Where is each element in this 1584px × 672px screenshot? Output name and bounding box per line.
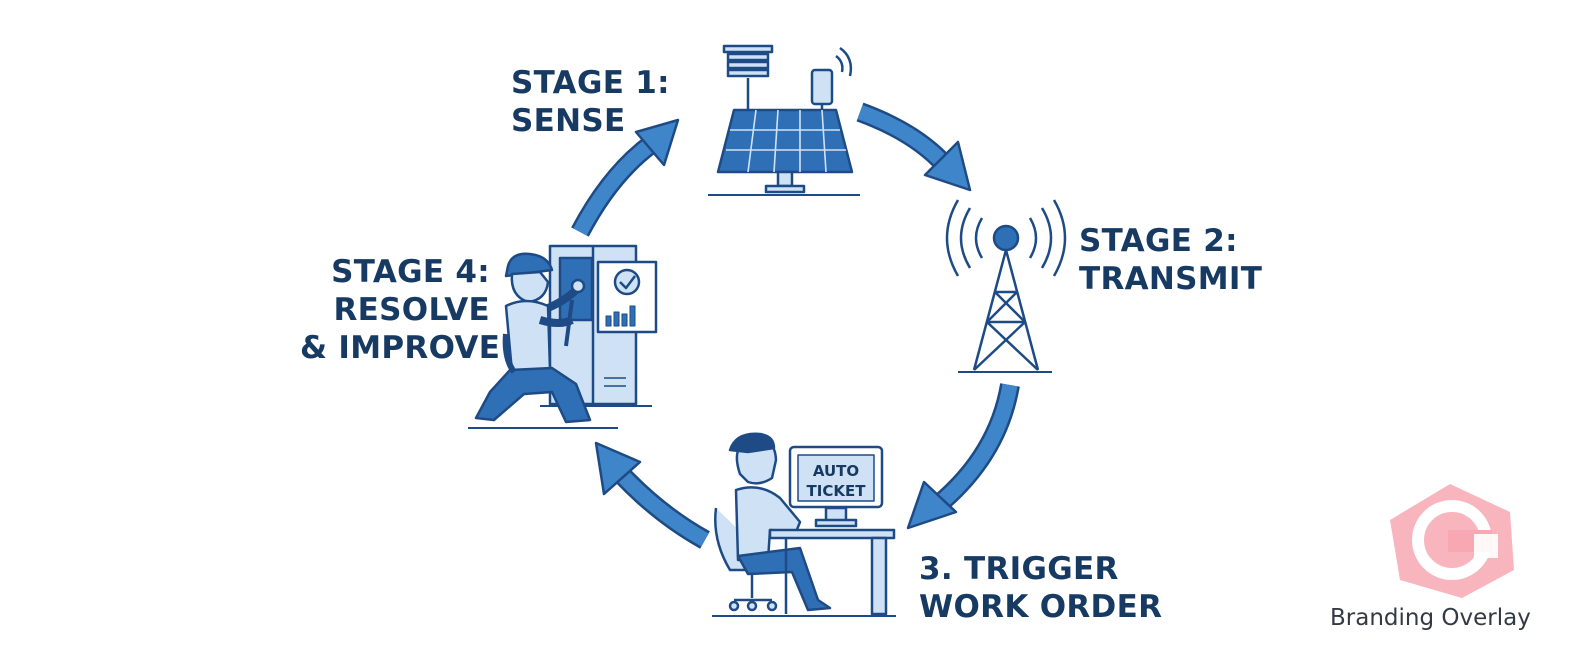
stage-3-line-1: 3. TRIGGER <box>919 551 1119 587</box>
stage-4-label: STAGE 4: RESOLVE & IMPROVE <box>300 253 501 367</box>
cycle-arrow-sense-to-transmit <box>856 102 972 192</box>
stage-1-line-2: SENSE <box>511 103 626 139</box>
cycle-arrow-transmit-to-trigger <box>906 383 1020 530</box>
brand-logo-icon <box>1390 484 1514 598</box>
technician-repair-icon <box>468 244 658 429</box>
stage-4-line-2: RESOLVE <box>333 292 490 328</box>
operator-computer-icon <box>712 432 896 617</box>
cycle-arrow-trigger-to-resolve <box>594 441 710 549</box>
stage-2-label: STAGE 2: TRANSMIT <box>1079 222 1262 298</box>
branding-overlay-text: Branding Overlay <box>1330 605 1531 631</box>
stage-3-label: 3. TRIGGER WORK ORDER <box>919 550 1162 626</box>
monitor-line-1: AUTO <box>813 462 859 480</box>
stage-4-line-3: & IMPROVE <box>300 330 501 366</box>
solar-sensor-station-icon <box>708 44 860 196</box>
stage-3-line-2: WORK ORDER <box>919 589 1163 625</box>
stage-2-line-1: STAGE 2: <box>1079 223 1238 259</box>
radio-tower-icon <box>945 199 1067 373</box>
monitor-line-2: TICKET <box>807 482 867 500</box>
cycle-arrow-resolve-to-sense <box>571 118 680 237</box>
stage-1-label: STAGE 1: SENSE <box>511 64 670 140</box>
stage-4-line-1: STAGE 4: <box>331 254 490 290</box>
stage-2-line-2: TRANSMIT <box>1079 261 1263 297</box>
stage-1-line-1: STAGE 1: <box>511 65 670 101</box>
